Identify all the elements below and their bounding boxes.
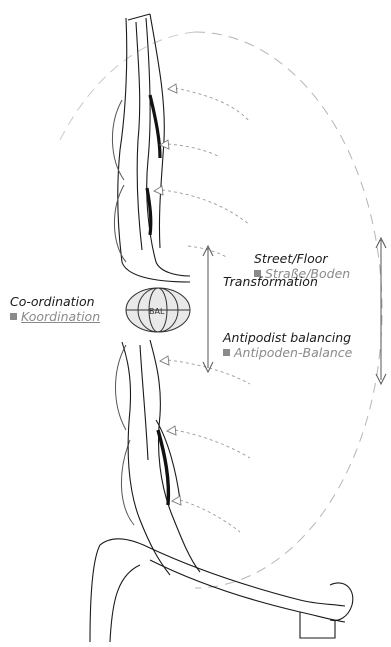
gray-square-icon: [10, 313, 17, 320]
coordination-german-text: Koordination: [21, 309, 100, 324]
antipodist-german-text: Antipoden-Balance: [234, 345, 352, 360]
antipodist-label: Antipodist balancing: [223, 330, 351, 345]
ball-text: BAL: [149, 307, 165, 316]
upper-shading: [147, 95, 160, 235]
gray-square-icon: [223, 349, 230, 356]
upper-legs: [118, 14, 190, 282]
lying-person: [90, 539, 353, 642]
upper-flow-arrows: [162, 88, 250, 258]
coordination-label: Co-ordination: [10, 294, 95, 309]
lower-legs: [122, 340, 200, 575]
dashed-circle: [195, 32, 382, 588]
coordination-german-label: Koordination: [10, 309, 100, 324]
street-floor-label: Street/Floor: [254, 251, 328, 266]
lower-flow-arrows: [168, 360, 250, 532]
antipodist-german-label: Antipoden-Balance: [223, 345, 352, 360]
transformation-label: Transformation: [223, 274, 318, 289]
